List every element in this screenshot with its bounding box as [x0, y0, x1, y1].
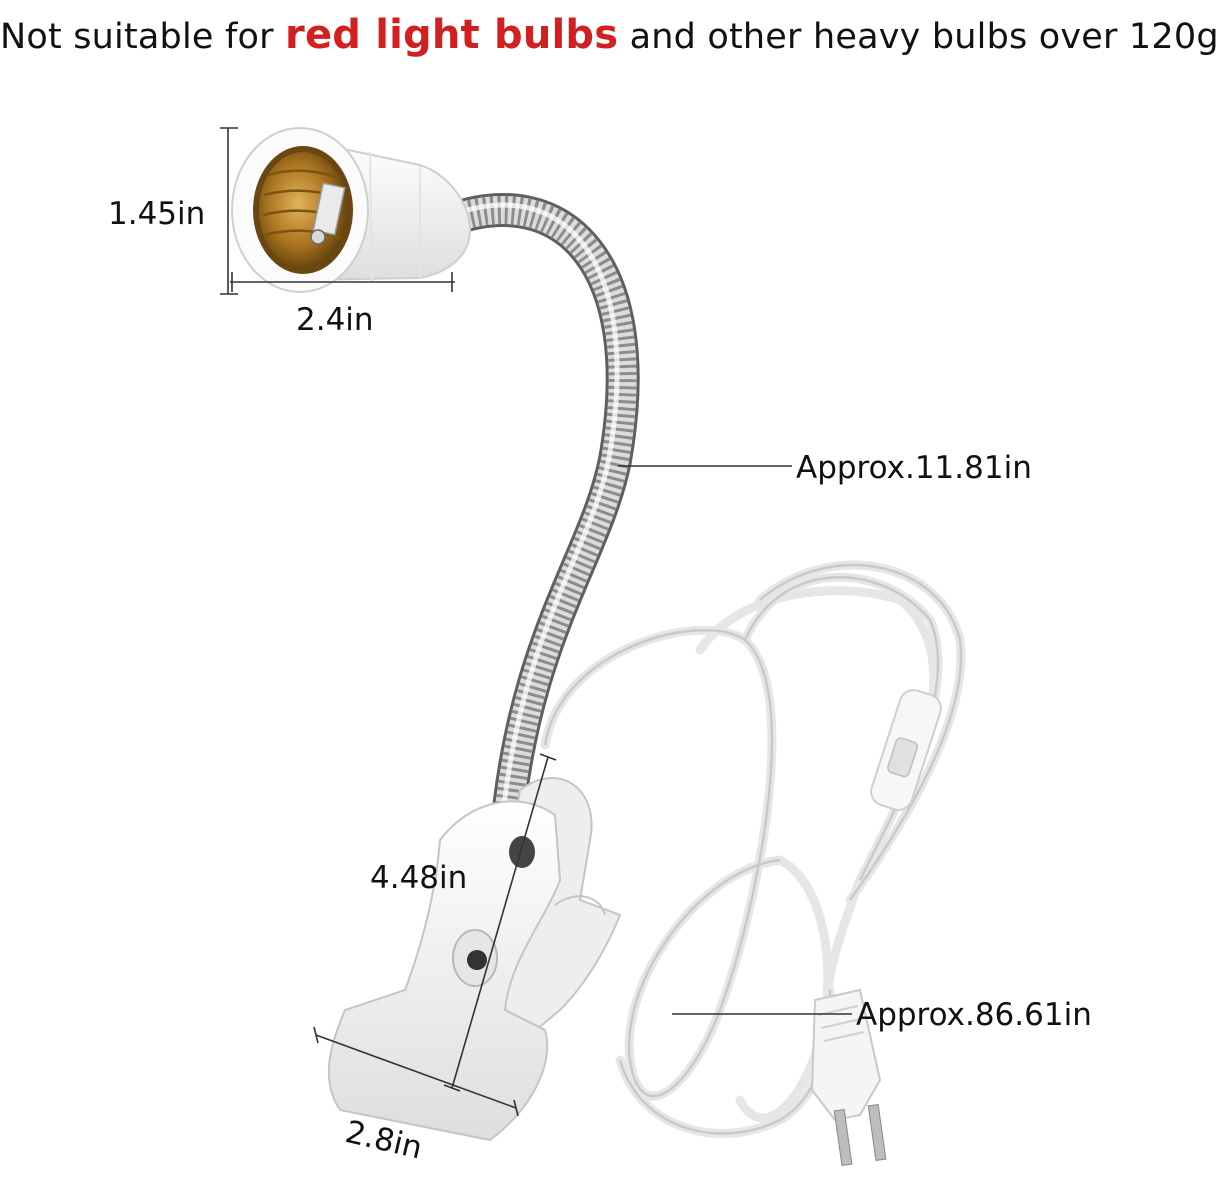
clip-height-label: 4.48in [370, 860, 468, 896]
headline-warning: Not suitable for red light bulbs and oth… [0, 12, 1219, 58]
lamp-socket [231, 127, 472, 293]
headline-prefix: Not suitable for [0, 17, 286, 57]
headline-suffix: and other heavy bulbs over 120g [618, 17, 1219, 57]
dimension-lines [220, 127, 852, 1117]
inline-switch [870, 689, 942, 811]
gooseneck [433, 193, 640, 867]
plug [810, 988, 887, 1166]
socket-width-label: 2.4in [296, 302, 374, 338]
headline-warning-emphasis: red light bulbs [285, 12, 619, 58]
gooseneck-length-label: Approx.11.81in [796, 450, 1032, 486]
cord-length-label: Approx.86.61in [856, 997, 1092, 1033]
clamp-clip [327, 777, 622, 1142]
socket-height-label: 1.45in [108, 196, 206, 232]
